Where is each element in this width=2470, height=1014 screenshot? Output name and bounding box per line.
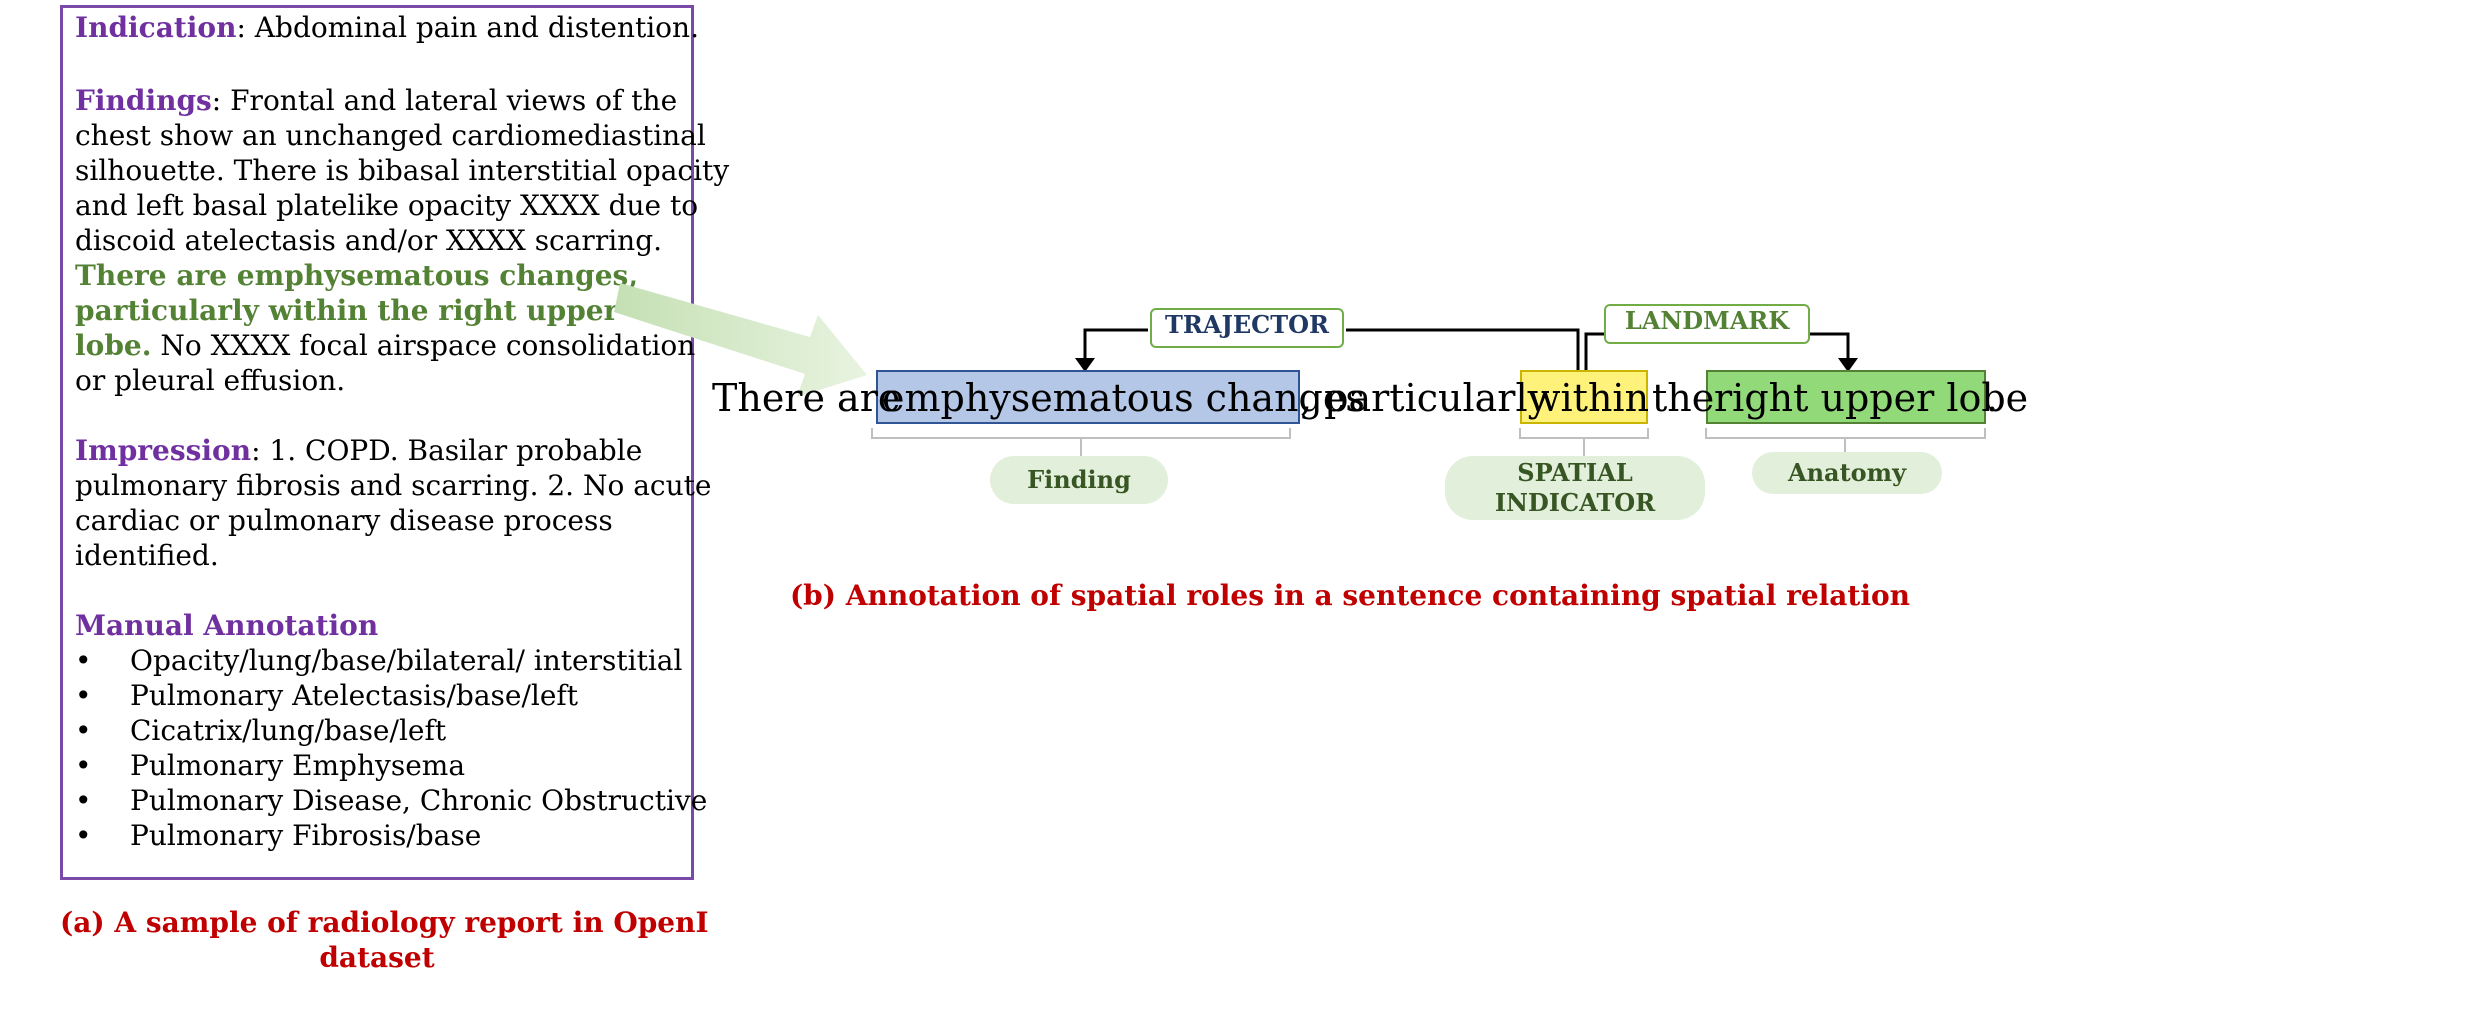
spatial-indicator-pill: SPATIAL INDICATOR	[1445, 456, 1705, 520]
caption-a-line-2: dataset	[319, 941, 435, 974]
landmark-label: LANDMARK	[1604, 304, 1810, 344]
impression-label: Impression	[75, 434, 252, 467]
landmark-highlight	[1706, 370, 1986, 424]
finding-pill: Finding	[990, 456, 1168, 504]
indication-line: Indication: Abdominal pain and distentio…	[75, 10, 699, 45]
findings-line-6: lobe. No XXXX focal airspace consolidati…	[75, 328, 695, 363]
caption-b: (b) Annotation of spatial roles in a sen…	[789, 579, 1911, 612]
findings-line-5: discoid atelectasis and/or XXXX scarring…	[75, 223, 662, 258]
anatomy-bracket	[1705, 428, 1986, 439]
impression-line-4: identified.	[75, 539, 219, 572]
annotation-item: Pulmonary Emphysema	[130, 749, 466, 782]
bullet-glyph: •	[75, 749, 92, 782]
landmark-phrase: right upper lobe	[1714, 376, 2029, 420]
bullet-glyph: •	[75, 819, 92, 852]
indication-text: : Abdominal pain and distention.	[236, 11, 699, 44]
spatial-pill-line-1: SPATIAL	[1517, 458, 1633, 487]
impression-line-1: Impression: 1. COPD. Basilar probable	[75, 433, 642, 468]
findings-line-7: or pleural effusion.	[75, 364, 346, 397]
bullet-glyph: •	[75, 644, 92, 677]
trajector-connector	[1083, 328, 1580, 372]
sentence-word: There are	[712, 376, 901, 420]
annotation-item: Cicatrix/lung/base/left	[130, 714, 447, 747]
bullet-glyph: •	[75, 679, 92, 712]
bullet-glyph: •	[75, 714, 92, 747]
report-panel	[60, 5, 694, 880]
spatial-bracket	[1519, 428, 1649, 439]
findings-text-5: discoid atelectasis and/or XXXX scarring…	[75, 224, 663, 257]
indication-label: Indication	[75, 11, 237, 44]
finding-bracket	[871, 428, 1291, 439]
sentence-word: , particularly	[1300, 376, 1550, 420]
bullet-glyph: •	[75, 784, 92, 817]
pointer-arrow	[614, 283, 867, 397]
impression-line-3: cardiac or pulmonary disease process	[75, 504, 613, 537]
findings-line-1: Findings: Frontal and lateral views of t…	[75, 83, 677, 118]
trajector-arrowhead	[1075, 358, 1095, 372]
findings-line-4: and left basal platelike opacity XXXX du…	[75, 189, 699, 222]
annotation-item: Pulmonary Disease, Chronic Obstructive	[130, 784, 708, 817]
spatial-indicator-word: within	[1528, 376, 1650, 420]
findings-line-2: chest show an unchanged cardiomediastina…	[75, 119, 706, 152]
trajector-highlight	[876, 370, 1300, 424]
impression-text-1: : 1. COPD. Basilar probable	[251, 434, 643, 467]
findings-label: Findings	[75, 84, 212, 117]
trajector-phrase: emphysematous changes	[882, 376, 1365, 420]
findings-line-3: silhouette. There is bibasal interstitia…	[75, 154, 730, 187]
caption-a-line-1: (a) A sample of radiology report in Open…	[60, 906, 709, 939]
impression-line-2: pulmonary fibrosis and scarring. 2. No a…	[75, 469, 712, 502]
highlight-line-2: particularly within the right upper	[75, 294, 619, 327]
spatial-indicator-highlight	[1520, 370, 1648, 424]
sentence-word: the	[1652, 376, 1715, 420]
findings-tail-1: No XXXX focal airspace consolidation	[151, 329, 696, 362]
trajector-label: TRAJECTOR	[1150, 308, 1344, 348]
highlight-line-1: There are emphysematous changes,	[75, 259, 639, 292]
annotation-heading: Manual Annotation	[75, 609, 379, 642]
spatial-pill-line-2: INDICATOR	[1494, 488, 1656, 517]
annotation-item: Pulmonary Atelectasis/base/left	[130, 679, 579, 712]
caption-a: (a) A sample of radiology report in Open…	[60, 905, 709, 975]
annotation-item: Pulmonary Fibrosis/base	[130, 819, 482, 852]
landmark-connector	[1584, 332, 1850, 372]
sentence-period: .	[1986, 376, 1999, 420]
annotation-item: Opacity/lung/base/bilateral/ interstitia…	[130, 644, 683, 677]
landmark-arrowhead	[1838, 358, 1858, 372]
highlight-line-3: lobe.	[75, 329, 152, 362]
anatomy-pill: Anatomy	[1752, 452, 1942, 494]
findings-text-1: : Frontal and lateral views of the	[211, 84, 678, 117]
